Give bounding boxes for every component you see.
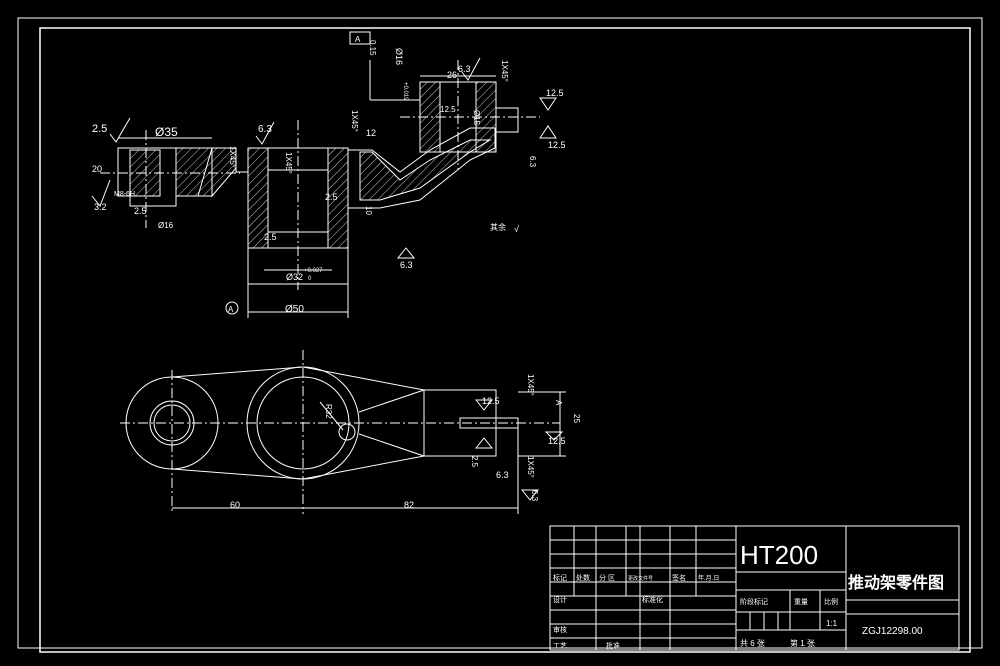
sheet-index: 第 1 张 — [790, 638, 815, 648]
dim-d16: Ø16 — [394, 48, 404, 65]
scale-value: 1:1 — [826, 619, 838, 628]
label-standardization: 标准化 — [642, 595, 663, 604]
rough-63-f: 6.3 — [530, 490, 539, 502]
dim-12: 12 — [366, 128, 376, 138]
ch-f: 1X45° — [526, 456, 535, 478]
dim-d15: Ø15 — [472, 110, 481, 126]
label-date: 年.月.日 — [698, 574, 719, 582]
rough-63-e: 6.3 — [496, 470, 509, 480]
rough-125-a: 12.5 — [546, 88, 564, 98]
ch-e: 1X45° — [526, 374, 535, 396]
rest-check: √ — [514, 224, 519, 234]
ch-c: 1X45° — [284, 152, 293, 174]
tol-015: 0.15 — [368, 40, 377, 56]
dim-d32: Ø32 — [286, 272, 303, 282]
label-count: 处数 — [576, 573, 590, 582]
part-name: 推动架零件图 — [848, 573, 944, 592]
dim-10: 10 — [364, 206, 373, 215]
material-code: HT200 — [740, 540, 818, 570]
rough-63-b: 6.3 — [458, 64, 471, 74]
dim-r32: R32 — [324, 404, 333, 419]
left-boss-hatch — [175, 147, 213, 197]
rough-125-b: 12.5 — [548, 140, 566, 150]
rough-25-d: 2.5 — [264, 232, 277, 242]
datum-a: A — [228, 305, 234, 314]
web-hatch — [211, 147, 237, 198]
dim-d32-tol: +0.027 — [304, 268, 323, 274]
dim-26: 26 — [447, 70, 457, 80]
dim-d16b: Ø16 — [158, 221, 174, 230]
label-scale: 比例 — [824, 597, 838, 606]
rough-25-e: 2.5 — [470, 456, 479, 468]
rough-63-c: 6.3 — [400, 260, 413, 270]
ch-d: 1X45° — [228, 146, 237, 168]
dim-thread: M8-6H — [114, 191, 135, 198]
dim-25: 25 — [572, 414, 581, 423]
label-signature: 签名 — [672, 573, 686, 582]
label-approve: 批准 — [606, 641, 620, 650]
rough-125-d: 12.5 — [482, 396, 500, 406]
datum-a3: A — [554, 400, 563, 406]
dim-d50: Ø50 — [285, 304, 304, 315]
dim-82: 82 — [404, 500, 414, 510]
outer-frame — [17, 17, 983, 649]
section-view — [100, 60, 540, 318]
rest-label: 其余 — [490, 222, 506, 232]
dim-d35: Ø35 — [155, 125, 178, 139]
title-block — [549, 525, 960, 651]
rough-125-c: 12.5 — [440, 105, 456, 114]
rough-32-a: 3.2 — [94, 202, 107, 212]
label-zone: 分 区 — [599, 573, 615, 582]
label-process: 工艺 — [553, 642, 567, 650]
roughness-symbols — [91, 31, 557, 315]
top-view — [120, 350, 566, 514]
rough-25-b: 2.5 — [134, 206, 147, 216]
dim-d32-tol2: 0 — [308, 276, 312, 282]
ch-a: 1X45° — [500, 60, 509, 82]
ch-b: 1X45° — [350, 110, 359, 132]
dim-d16-tol: +0.019 — [402, 82, 408, 101]
dim-60: 60 — [230, 500, 240, 510]
label-change-doc: 更改文件号 — [628, 575, 653, 582]
label-mark: 标记 — [553, 573, 567, 582]
datum-a2: A — [355, 35, 361, 44]
rough-125-e: 12.5 — [548, 436, 566, 446]
label-weight: 重量 — [794, 598, 808, 606]
right-boss-top — [423, 389, 497, 457]
sheet-count: 共 6 张 — [740, 639, 765, 648]
label-review: 审核 — [553, 625, 567, 634]
rough-63-a: 6.3 — [258, 124, 272, 135]
label-stage-mark: 阶段标记 — [740, 597, 768, 606]
rough-25-a: 2.5 — [92, 123, 107, 135]
drawing-number: ZGJ12298.00 — [862, 626, 923, 637]
inner-frame — [39, 27, 971, 653]
rough-25-c: 2.5 — [325, 192, 338, 202]
label-design: 设计 — [553, 595, 567, 604]
rough-63-d: 6.3 — [528, 156, 537, 168]
dim-20: 20 — [92, 164, 102, 174]
